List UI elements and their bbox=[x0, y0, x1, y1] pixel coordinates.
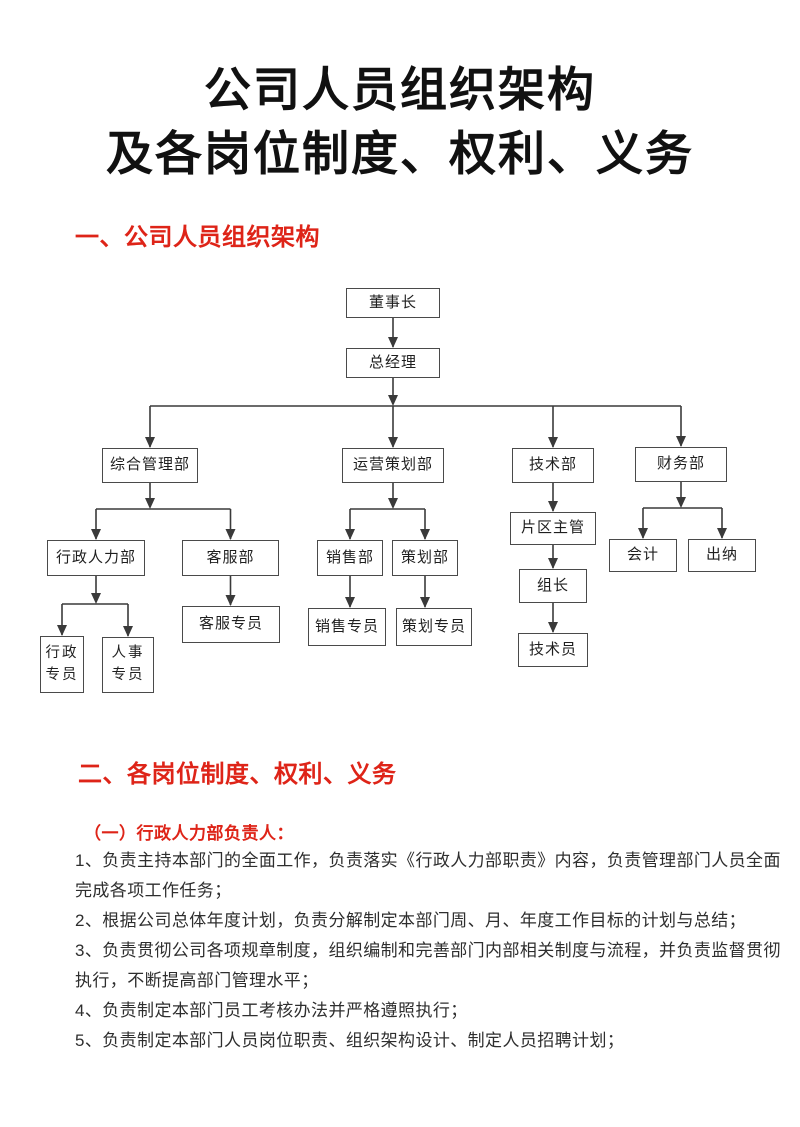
section2-heading: 二、各岗位制度、权利、义务 bbox=[78, 761, 397, 788]
org-node-technician: 技术员 bbox=[518, 633, 588, 667]
subsection-heading: （一）行政人力部负责人： bbox=[84, 824, 294, 843]
org-node-group-leader: 组长 bbox=[519, 569, 587, 603]
duty-item: 5、负责制定本部门人员岗位职责、组织架构设计、制定人员招聘计划； bbox=[75, 1031, 625, 1050]
org-node-cs-dept: 客服部 bbox=[182, 540, 279, 576]
org-node-cashier: 出纳 bbox=[688, 539, 756, 572]
org-node-hr-dept: 行政人力部 bbox=[47, 540, 145, 576]
org-node-zone-manager: 片区主管 bbox=[510, 512, 596, 545]
org-node-sales-dept: 销售部 bbox=[317, 540, 383, 576]
document-title: 公司人员组织架构 及各岗位制度、权利、义务 bbox=[0, 58, 800, 186]
org-node-dept-admin: 综合管理部 bbox=[102, 448, 198, 483]
duty-item: 3、负责贯彻公司各项规章制度，组织编制和完善部门内部相关制度与流程，并负责监督贯… bbox=[75, 941, 781, 990]
org-node-plan-specialist: 策划专员 bbox=[396, 608, 472, 646]
section1-heading: 一、公司人员组织架构 bbox=[75, 224, 320, 251]
org-node-hr-specialist: 人事 专员 bbox=[102, 637, 154, 693]
duty-item: 2、根据公司总体年度计划，负责分解制定本部门周、月、年度工作目标的计划与总结； bbox=[75, 911, 747, 930]
org-node-dept-tech: 技术部 bbox=[512, 448, 594, 483]
org-node-dept-ops: 运营策划部 bbox=[342, 448, 444, 483]
document-title-line2: 及各岗位制度、权利、义务 bbox=[106, 127, 694, 180]
org-node-cs-specialist: 客服专员 bbox=[182, 606, 280, 643]
duty-item: 1、负责主持本部门的全面工作，负责落实《行政人力部职责》内容，负责管理部门人员全… bbox=[75, 851, 781, 900]
org-node-sales-specialist: 销售专员 bbox=[308, 608, 386, 646]
org-node-gm: 总经理 bbox=[346, 348, 440, 378]
org-node-chairman: 董事长 bbox=[346, 288, 440, 318]
duties-section: 1、负责主持本部门的全面工作，负责落实《行政人力部职责》内容，负责管理部门人员全… bbox=[75, 846, 793, 1056]
org-node-dept-finance: 财务部 bbox=[635, 447, 727, 482]
org-node-accountant: 会计 bbox=[609, 539, 677, 572]
document-title-line1: 公司人员组织架构 bbox=[204, 63, 596, 116]
org-chart: 董事长总经理综合管理部 运营策划部 技术部 财务部行政人力部 客服部 销售部策划部 片区主管… bbox=[40, 288, 756, 693]
org-node-admin-specialist: 行政 专员 bbox=[40, 636, 84, 693]
org-node-plan-dept: 策划部 bbox=[392, 540, 458, 576]
duty-item: 4、负责制定本部门员工考核办法并严格遵照执行； bbox=[75, 1001, 468, 1020]
